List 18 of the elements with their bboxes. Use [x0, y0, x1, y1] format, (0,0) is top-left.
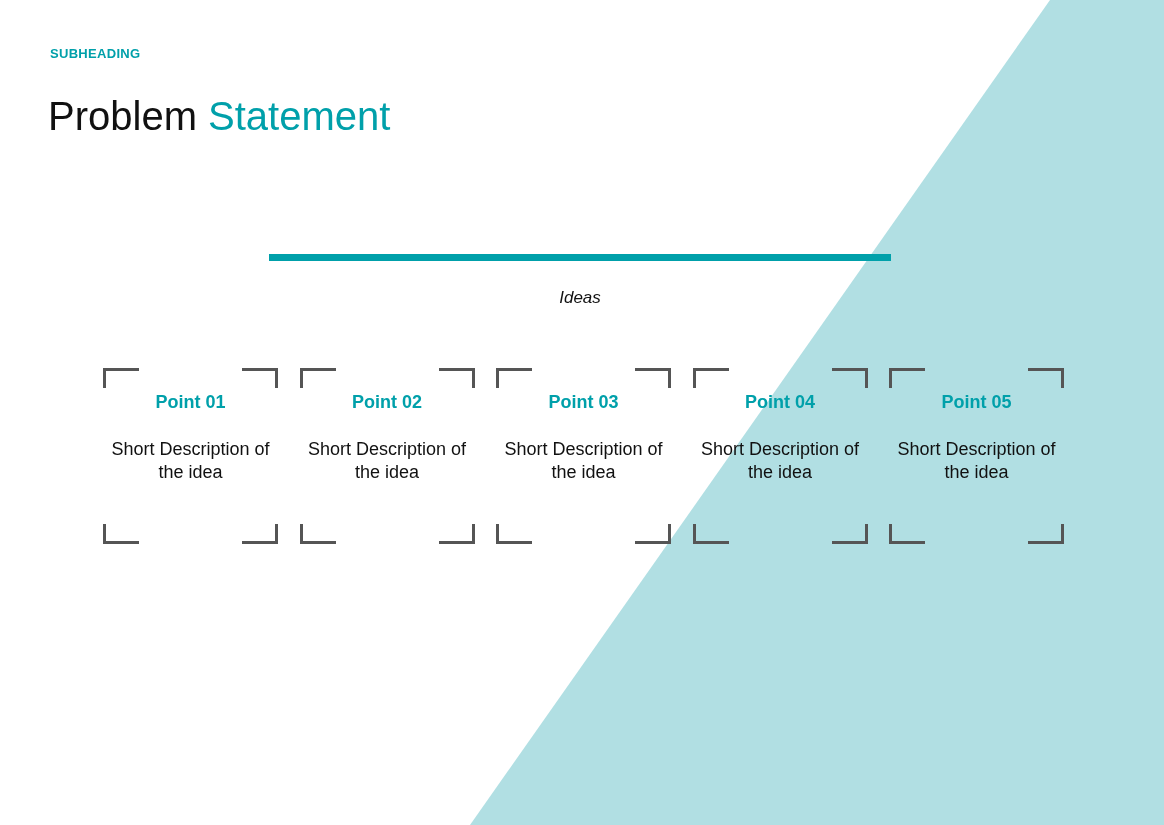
title: Problem Statement [48, 94, 391, 139]
point-description: Short Description of the idea [504, 438, 663, 484]
bracket-frame [299, 368, 475, 544]
point-heading: Point 04 [744, 392, 816, 413]
section-label: Ideas [558, 288, 602, 308]
point-description: Short Description of the idea [700, 438, 860, 484]
point-heading: Point 02 [351, 392, 423, 413]
point-heading: Point 01 [154, 392, 227, 413]
point-description: Short Description of the idea [307, 438, 467, 484]
point-description: Short Description of the idea [897, 438, 1056, 484]
point-description: Short Description of the idea [111, 438, 270, 484]
point-heading: Point 05 [940, 392, 1013, 413]
bracket-frame [692, 368, 868, 544]
point-heading: Point 03 [547, 392, 620, 413]
bracket-frame [889, 368, 1064, 544]
subheading: SUBHEADING [50, 46, 141, 61]
bracket-frame [496, 368, 671, 544]
bracket-frame [103, 368, 278, 544]
